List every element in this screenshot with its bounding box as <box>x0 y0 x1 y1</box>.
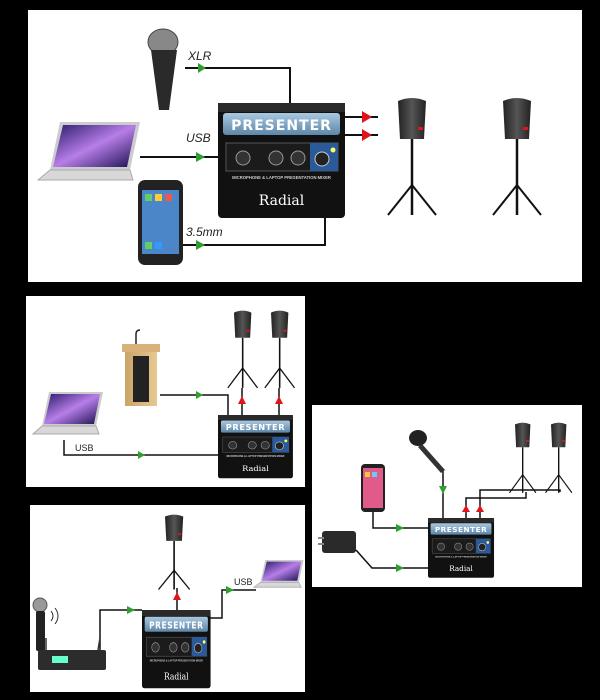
input-arrow-icon <box>396 524 404 532</box>
presenter-mixer: PRESENTER MICROPHONE & LAPTOP PRESENTATI… <box>218 415 293 479</box>
radial-logo: Radial <box>164 672 189 683</box>
low-eq-knob <box>247 441 257 450</box>
high-eq-knob <box>465 542 474 551</box>
pa-speaker-icon <box>157 514 191 590</box>
pa-speaker-icon <box>264 310 296 389</box>
pa-speaker-icon <box>492 98 542 216</box>
radial-logo: Radial <box>259 193 305 209</box>
connector-strip <box>218 415 293 420</box>
low-eq-knob <box>454 542 463 551</box>
led-indicator <box>486 541 490 544</box>
presenter-mixer: PRESENTER MICROPHONE & LAPTOP PRESENTATI… <box>428 518 495 578</box>
program-knob <box>314 151 330 167</box>
program-knob <box>194 642 203 654</box>
handheld-microphone-icon <box>409 430 445 473</box>
connector-strip <box>428 518 495 523</box>
product-name: PRESENTER <box>149 621 203 632</box>
product-subtitle: MICROPHONE & LAPTOP PRESENTATION MIXER <box>232 175 331 180</box>
led-indicator <box>330 147 336 153</box>
usb-label: USB <box>75 443 94 453</box>
podium-icon <box>122 329 160 406</box>
title-plate <box>144 616 208 632</box>
radial-logo: Radial <box>242 464 269 473</box>
title-plate <box>430 523 492 535</box>
title-plate <box>220 420 290 433</box>
radial-logo: Radial <box>449 564 473 573</box>
output-arrow-icon <box>173 592 181 600</box>
output-arrow-icon <box>362 129 372 141</box>
laptop-icon <box>36 122 140 181</box>
wireless-receiver-icon <box>38 637 106 670</box>
high-eq-knob <box>181 642 190 653</box>
product-name: PRESENTER <box>435 525 487 534</box>
input-arrow-icon <box>196 391 203 399</box>
led-indicator <box>202 640 206 644</box>
usb-label: USB <box>234 577 253 587</box>
output-arrow-icon <box>362 111 372 123</box>
input-arrow-icon <box>439 486 447 494</box>
output-arrow-icon <box>476 505 484 512</box>
input-arrow-icon <box>196 152 205 162</box>
laptop-icon <box>252 560 304 588</box>
product-name: PRESENTER <box>231 118 332 134</box>
smartphone-icon <box>138 180 183 265</box>
pa-speaker-icon <box>509 422 537 494</box>
xlr-label: XLR <box>187 49 212 63</box>
product-subtitle: MICROPHONE & LAPTOP PRESENTATION MIXER <box>435 556 487 559</box>
output-arrow-icon <box>275 396 283 404</box>
high-eq-knob <box>260 441 270 450</box>
pa-speaker-icon <box>387 98 437 216</box>
product-name: PRESENTER <box>226 423 285 432</box>
connector-strip <box>218 103 345 112</box>
mini-jack-label: 3.5mm <box>186 225 223 239</box>
high-eq-knob <box>290 150 306 166</box>
presenter-mixer: PRESENTER MICROPHONE & LAPTOP PRESENTATI… <box>142 610 211 689</box>
low-eq-knob <box>169 642 178 653</box>
mic-level-knob <box>437 542 445 551</box>
input-arrow-icon <box>127 606 135 614</box>
input-arrow-icon <box>396 564 404 572</box>
connector-strip <box>142 610 211 617</box>
low-eq-knob <box>268 150 284 166</box>
program-knob <box>478 543 486 552</box>
microphone-icon <box>147 28 179 110</box>
mic-level-knob <box>228 441 238 450</box>
power-adapter-icon <box>318 531 356 553</box>
mic-level-knob <box>151 642 160 653</box>
laptop-icon <box>31 392 103 435</box>
input-arrow-icon <box>196 240 205 250</box>
output-arrow-icon <box>238 396 246 404</box>
mic-level-knob <box>235 150 251 166</box>
program-knob <box>274 441 284 450</box>
pa-speaker-icon <box>227 310 259 389</box>
output-arrow-icon <box>462 505 470 512</box>
usb-label: USB <box>186 131 211 145</box>
presenter-mixer: PRESENTER MICROPHONE & LAPTOP PRESENTATI… <box>218 103 345 218</box>
input-arrow-icon <box>226 586 234 594</box>
wireless-microphone-icon <box>32 597 59 651</box>
input-arrow-icon <box>138 451 145 459</box>
product-subtitle: MICROPHONE & LAPTOP PRESENTATION MIXER <box>150 658 203 662</box>
product-subtitle: MICROPHONE & LAPTOP PRESENTATION MIXER <box>226 455 284 458</box>
smartphone-icon <box>361 464 385 512</box>
led-indicator <box>284 439 288 443</box>
title-plate <box>223 113 340 135</box>
input-arrow-icon <box>198 63 206 73</box>
